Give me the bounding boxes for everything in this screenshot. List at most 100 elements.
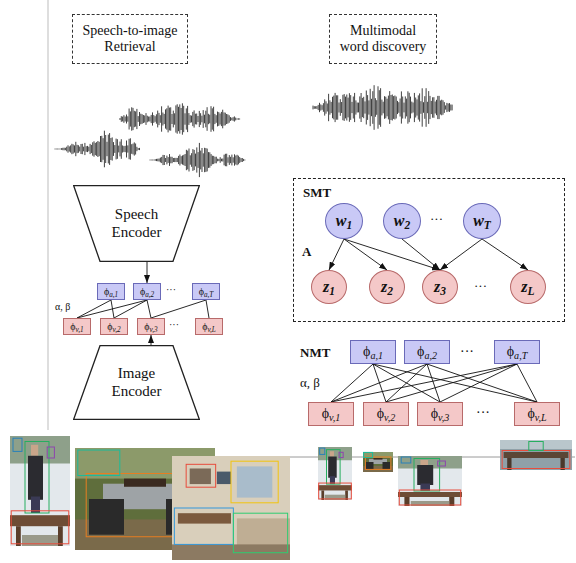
symbol: ϕ [140,286,145,297]
symbol: ϕ [363,344,370,359]
connector [77,300,111,318]
speech-feature-box: ϕa,T [192,283,220,300]
word-circle: wT [463,203,501,239]
connector [440,239,482,270]
photo [500,440,572,470]
connector [427,364,440,402]
connector [206,300,209,318]
node-text: ϕa,1 [363,344,383,360]
weight-label: α, β [300,376,320,390]
subscript: 3 [440,285,446,297]
node-text: ϕv,1 [322,406,341,422]
speech-feature-box: ϕa,1 [350,340,396,364]
image-feature-box: ϕv,L [514,402,560,426]
node-text: w1 [336,212,352,230]
photo-region [398,492,462,497]
connector [329,239,344,270]
node-text: ϕa,2 [417,344,437,360]
photo-background [363,452,393,472]
photo-region [89,499,124,535]
image-encoder: Image Encoder [73,345,200,420]
connector [151,300,206,318]
photo-region [31,445,38,456]
photo [318,447,352,500]
trapezoid [74,346,200,420]
photo-region [16,526,21,546]
node-text: z2 [381,278,393,296]
photo-region [328,457,337,478]
model-label: NMT [300,346,330,360]
bounding-box [78,450,120,476]
symbol: ϕ [202,321,207,332]
subscript: a,2 [424,350,437,361]
photo-region [330,451,334,456]
subscript: v,1 [329,412,340,423]
node-text: ϕv,L [202,321,216,333]
bounding-box [364,452,373,457]
image-feature-box: ϕv,3 [417,402,463,426]
bounding-box [339,452,343,457]
subscript: T [484,219,491,231]
symbol: z [434,278,440,295]
connector [344,239,440,270]
bounding-box [438,461,446,466]
speech-waveform [55,131,140,168]
connector [151,335,152,345]
bounding-box [529,442,543,451]
connector [331,364,427,402]
photo-region [417,465,433,485]
symbol: ϕ [199,286,204,297]
ellipsis: ··· [169,319,179,330]
speech-feature-box: ϕa,2 [133,283,161,300]
photo [363,452,393,472]
subscript: 1 [346,219,352,231]
bounding-box [502,451,570,469]
node-text: zL [521,278,534,296]
ellipsis: ··· [476,405,490,420]
bounding-box [320,448,325,454]
bounding-box [47,447,54,458]
subscript: a,1 [109,291,118,299]
connector [331,364,517,402]
symbol: ϕ [431,406,438,421]
symbol: z [381,278,387,295]
alignment-label: A [302,245,311,259]
node-text: z1 [323,278,335,296]
photo-region [22,535,58,546]
symbol: ϕ [322,406,329,421]
weight-label: α, β [55,301,70,312]
node-text: Image Encoder [103,365,170,400]
symbol: ϕ [417,344,424,359]
bounding-box [414,459,440,492]
photo-region [318,485,352,490]
connector [402,239,440,270]
image-feature-box: ϕv,2 [100,318,128,335]
node-text: ϕv,2 [377,406,396,422]
subscript: 1 [329,285,335,297]
symbol: ϕ [107,321,112,332]
photo-background [318,447,352,500]
connector [427,364,537,402]
symbol: z [521,278,527,295]
subscript: 2 [387,285,393,297]
connector [386,364,517,402]
node-text: Speech-to-image Retrieval [79,23,181,55]
photo-background [172,456,290,560]
bounding-box [13,438,22,451]
symbol: ϕ [144,321,149,332]
photo [10,436,70,546]
image-feature-box: ϕv,1 [308,402,354,426]
panel-divider [48,0,49,430]
photo-region [172,544,290,560]
node-text: ϕa,2 [140,286,154,298]
node-text: ϕv,L [527,406,546,422]
photo-region [178,513,231,523]
ellipsis: ··· [460,344,474,359]
subscript: v,3 [150,326,158,334]
photo-region [58,526,63,546]
photo-background [398,456,462,506]
connector [77,300,147,318]
connector [440,364,517,402]
symbol: ϕ [527,406,534,421]
